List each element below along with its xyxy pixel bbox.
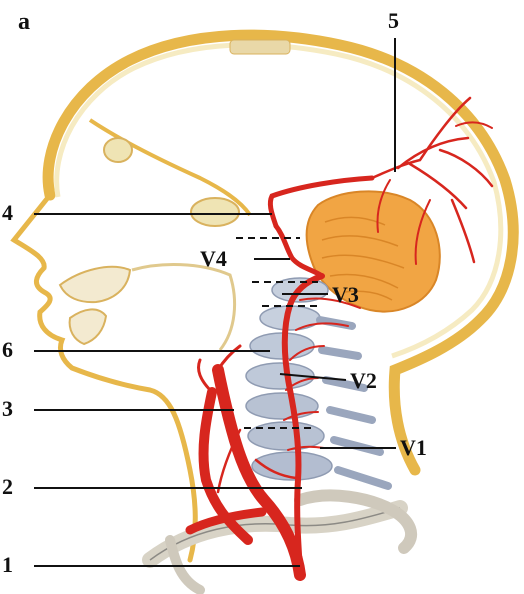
label-v1: V1 <box>400 437 427 459</box>
label-2: 2 <box>2 476 13 498</box>
label-4: 4 <box>2 202 13 224</box>
label-3: 3 <box>2 398 13 420</box>
arteries <box>190 98 492 575</box>
label-v2: V2 <box>350 370 377 392</box>
label-v4: V4 <box>200 248 227 270</box>
label-5: 5 <box>388 10 399 32</box>
shoulder-bones <box>150 495 411 590</box>
label-1: 1 <box>2 554 13 576</box>
panel-letter: a <box>18 10 30 34</box>
skull <box>14 35 513 560</box>
label-6: 6 <box>2 339 13 361</box>
label-v3: V3 <box>332 284 359 306</box>
